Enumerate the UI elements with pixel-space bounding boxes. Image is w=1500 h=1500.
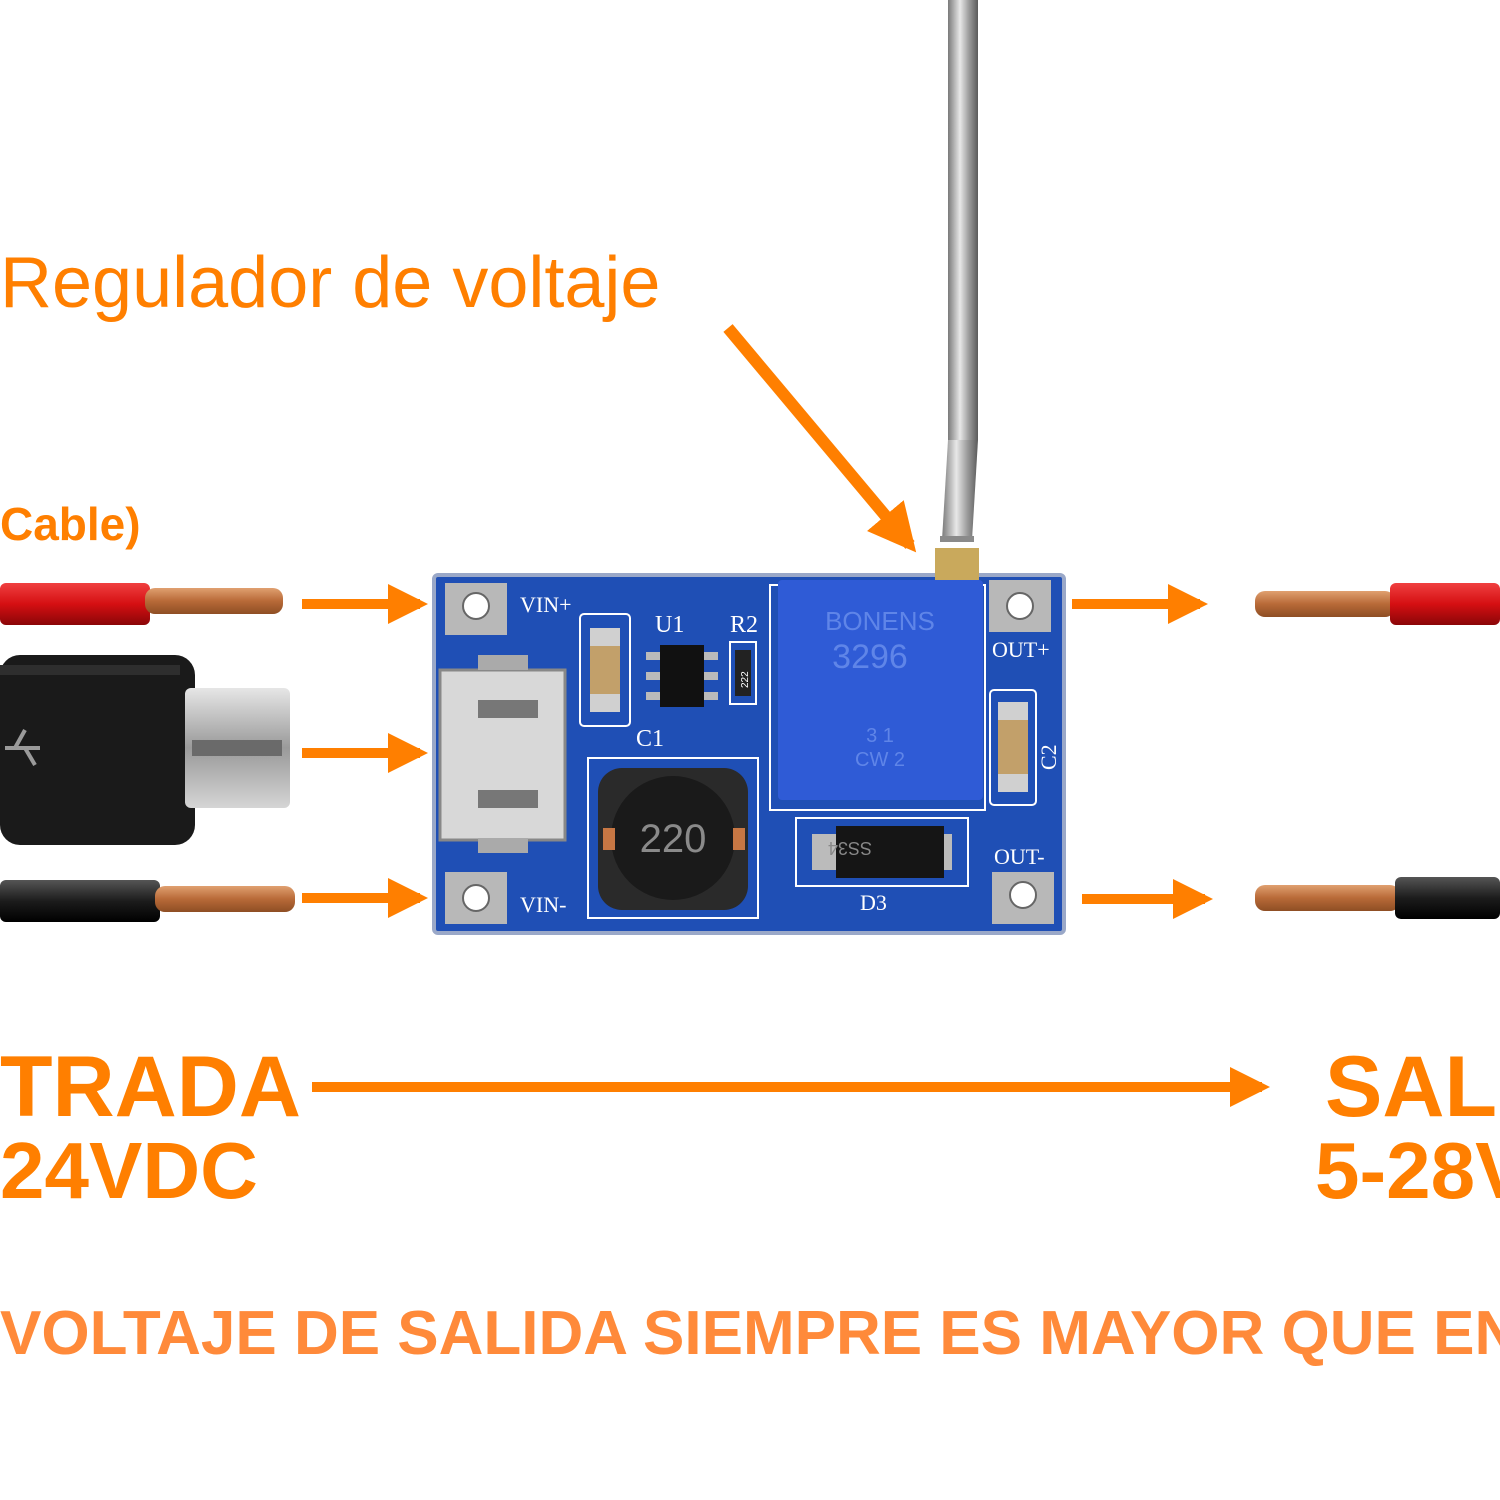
pad-vin-minus xyxy=(445,872,507,924)
diode-d3: SS34 xyxy=(795,817,969,887)
silk-out-plus: OUT+ xyxy=(992,637,1050,662)
output-note: VOLTAJE DE SALIDA SIEMPRE ES MAYOR QUE E… xyxy=(0,1299,1500,1368)
output-wire-black xyxy=(1255,877,1500,919)
micro-usb-port xyxy=(438,655,567,853)
resistor-marking: 222 xyxy=(740,671,751,688)
diode-marking: SS34 xyxy=(828,838,872,858)
input-title: TRADA xyxy=(0,1039,301,1135)
pot-pins: 3 1 xyxy=(866,725,894,747)
pad-out-minus xyxy=(992,872,1054,924)
ic-u1 xyxy=(646,645,718,707)
regulator-label: Regulador de voltaje xyxy=(0,243,660,323)
cable-label: Cable) xyxy=(0,498,141,550)
pot-pins-2: CW 2 xyxy=(855,749,905,771)
silk-r2: R2 xyxy=(730,612,758,638)
potentiometer-3296: BONENS 3296 3 1 CW 2 xyxy=(769,548,986,811)
boost-converter-board: VIN+ VIN- OUT+ OUT- U1 R2 C1 D3 C2 xyxy=(432,548,1066,935)
silk-c2: C2 xyxy=(1036,744,1061,770)
capacitor-c2 xyxy=(989,689,1037,806)
inductor-marking: 220 xyxy=(640,817,707,861)
regulator-arrow xyxy=(723,324,917,553)
silk-d3: D3 xyxy=(860,890,887,915)
input-wire-red xyxy=(0,583,283,625)
output-title: SAL xyxy=(1325,1039,1497,1135)
input-value: 24VDC xyxy=(0,1126,258,1215)
output-wire-red xyxy=(1255,583,1500,625)
input-wire-black xyxy=(0,880,295,922)
pot-model: 3296 xyxy=(832,638,908,676)
silk-vin-plus: VIN+ xyxy=(520,592,572,617)
silk-u1: U1 xyxy=(655,612,684,638)
capacitor-c1 xyxy=(579,613,631,727)
screwdriver xyxy=(940,0,978,542)
pot-brand: BONENS xyxy=(825,606,935,636)
micro-usb-plug xyxy=(0,655,290,845)
silk-out-minus: OUT- xyxy=(994,844,1045,869)
pad-out-plus xyxy=(989,580,1051,632)
usb-icon xyxy=(5,729,40,767)
pad-vin-plus xyxy=(445,583,507,635)
silk-c1: C1 xyxy=(636,726,664,752)
silk-vin-minus: VIN- xyxy=(520,892,566,917)
output-value: 5-28V xyxy=(1315,1126,1500,1215)
inductor-220: 220 xyxy=(587,757,759,919)
resistor-r2: 222 xyxy=(729,641,757,705)
